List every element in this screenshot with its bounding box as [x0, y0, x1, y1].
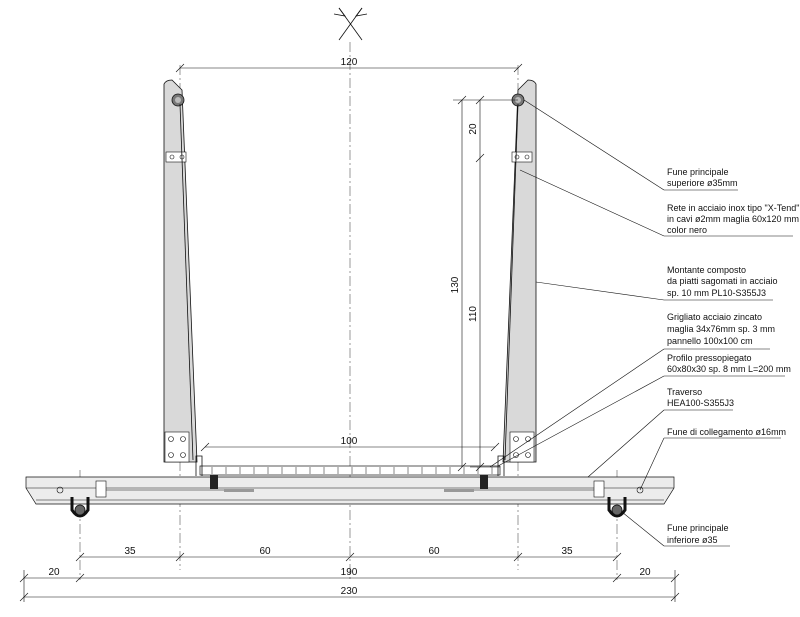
svg-text:in cavi ø2mm maglia 60x120 mm: in cavi ø2mm maglia 60x120 mm — [667, 214, 799, 224]
svg-text:Fune di collegamento ø16mm: Fune di collegamento ø16mm — [667, 427, 786, 437]
note-post: Montante composto da piatti sagomati in … — [667, 265, 778, 298]
left-profile — [195, 455, 203, 476]
dim-seg-3: 60 — [428, 546, 440, 557]
svg-text:superiore ø35mm: superiore ø35mm — [667, 178, 738, 188]
svg-text:Rete in acciaio inox tipo "X-T: Rete in acciaio inox tipo "X-Tend" — [667, 203, 799, 213]
svg-text:pannello 100x100 cm: pannello 100x100 cm — [667, 336, 753, 346]
left-mesh-line — [179, 103, 194, 461]
section-marker-icon — [333, 7, 368, 41]
dim-seg-4: 35 — [561, 546, 573, 557]
note-traverse: Traverso HEA100-S355J3 — [667, 387, 734, 408]
svg-text:HEA100-S355J3: HEA100-S355J3 — [667, 398, 734, 408]
note-grating: Grigliato acciaio zincato maglia 34x76mm… — [667, 312, 775, 346]
svg-text:Grigliato acciaio zincato: Grigliato acciaio zincato — [667, 312, 762, 322]
dim-deck-width: 100 — [341, 436, 358, 447]
dim-top-width: 120 — [341, 57, 358, 68]
note-connection-cable: Fune di collegamento ø16mm — [667, 427, 786, 437]
dim-seg-1: 35 — [124, 546, 136, 557]
right-post — [502, 79, 537, 463]
svg-text:Traverso: Traverso — [667, 387, 702, 397]
svg-text:maglia 34x76mm sp. 3 mm: maglia 34x76mm sp. 3 mm — [667, 324, 775, 334]
note-lower-cable: Fune principale inferiore ø35 — [667, 523, 729, 545]
dim-mesh-height: 110 — [468, 306, 479, 322]
dim-inner-total: 190 — [341, 567, 358, 578]
svg-text:color nero: color nero — [667, 225, 707, 235]
note-upper-cable: Fune principale superiore ø35mm — [667, 167, 738, 188]
note-mesh: Rete in acciaio inox tipo "X-Tend" in ca… — [667, 203, 799, 235]
dim-post-height: 130 — [450, 276, 461, 293]
right-mesh-line — [504, 103, 519, 461]
svg-text:inferiore ø35: inferiore ø35 — [667, 535, 718, 545]
lower-cable-right — [607, 497, 627, 518]
dim-mesh-top: 20 — [468, 123, 479, 135]
svg-text:Fune principale: Fune principale — [667, 167, 729, 177]
svg-text:Montante composto: Montante composto — [667, 265, 746, 275]
svg-text:Profilo pressopiegato: Profilo pressopiegato — [667, 353, 752, 363]
dim-seg-2: 60 — [259, 546, 271, 557]
traverse-beam — [25, 475, 675, 505]
svg-text:sp. 10 mm PL10-S355J3: sp. 10 mm PL10-S355J3 — [667, 288, 766, 298]
svg-text:60x80x30 sp. 8 mm L=200 mm: 60x80x30 sp. 8 mm L=200 mm — [667, 364, 791, 374]
left-post — [163, 79, 198, 463]
grating — [199, 465, 501, 476]
dim-outer-left: 20 — [48, 567, 60, 578]
lower-cable-left — [70, 497, 90, 518]
svg-text:da piatti sagomati in acciaio: da piatti sagomati in acciaio — [667, 276, 778, 286]
note-profile: Profilo pressopiegato 60x80x30 sp. 8 mm … — [667, 353, 791, 374]
leader-lines — [489, 99, 793, 547]
dim-overall: 230 — [341, 586, 358, 597]
svg-text:Fune principale: Fune principale — [667, 523, 729, 533]
dim-outer-right: 20 — [639, 567, 651, 578]
